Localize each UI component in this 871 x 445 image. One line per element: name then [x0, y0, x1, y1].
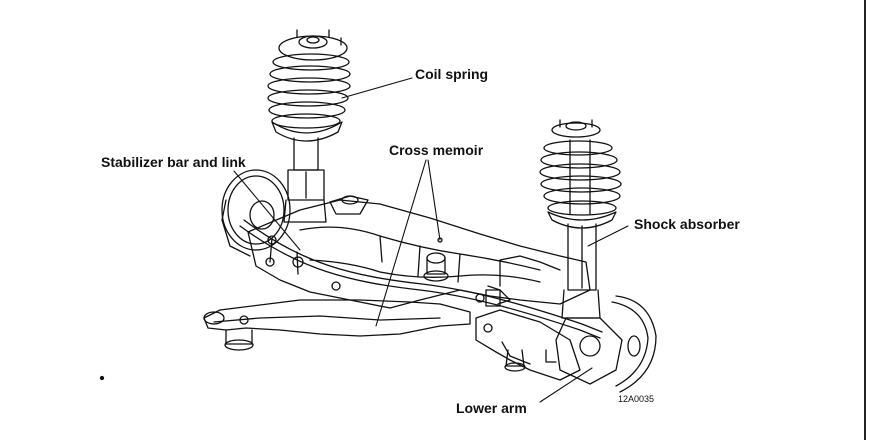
right-edge-rule	[864, 0, 866, 440]
coil-spring-right	[539, 140, 622, 216]
label-stabilizer-bar-and-link: Stabilizer bar and link	[101, 154, 246, 170]
label-cross-memoir: Cross memoir	[389, 142, 484, 158]
leader-shock-absorber	[587, 225, 629, 247]
stabilizer-bar	[239, 219, 603, 339]
lower-arm-right	[475, 289, 581, 381]
leader-coil-spring	[341, 77, 413, 99]
label-shock-absorber: Shock absorber	[634, 216, 740, 232]
lower-arm-left	[203, 299, 471, 351]
leader-cross-memoir-1	[375, 159, 427, 327]
label-lower-arm: Lower arm	[456, 400, 527, 416]
cross-member	[247, 195, 591, 309]
leader-cross-memoir-2	[427, 159, 441, 241]
leader-stabilizer	[233, 170, 301, 251]
right-knuckle-hub	[555, 295, 657, 393]
left-strut-assembly	[267, 29, 351, 223]
coil-spring-left	[267, 53, 351, 129]
figure-code: 12A0035	[618, 394, 655, 404]
right-strut-assembly	[539, 119, 622, 319]
stray-dot	[99, 375, 105, 381]
leader-lines	[233, 77, 629, 403]
label-coil-spring: Coil spring	[415, 66, 489, 82]
leader-lower-arm	[539, 367, 593, 403]
left-brake-disc	[221, 169, 291, 257]
